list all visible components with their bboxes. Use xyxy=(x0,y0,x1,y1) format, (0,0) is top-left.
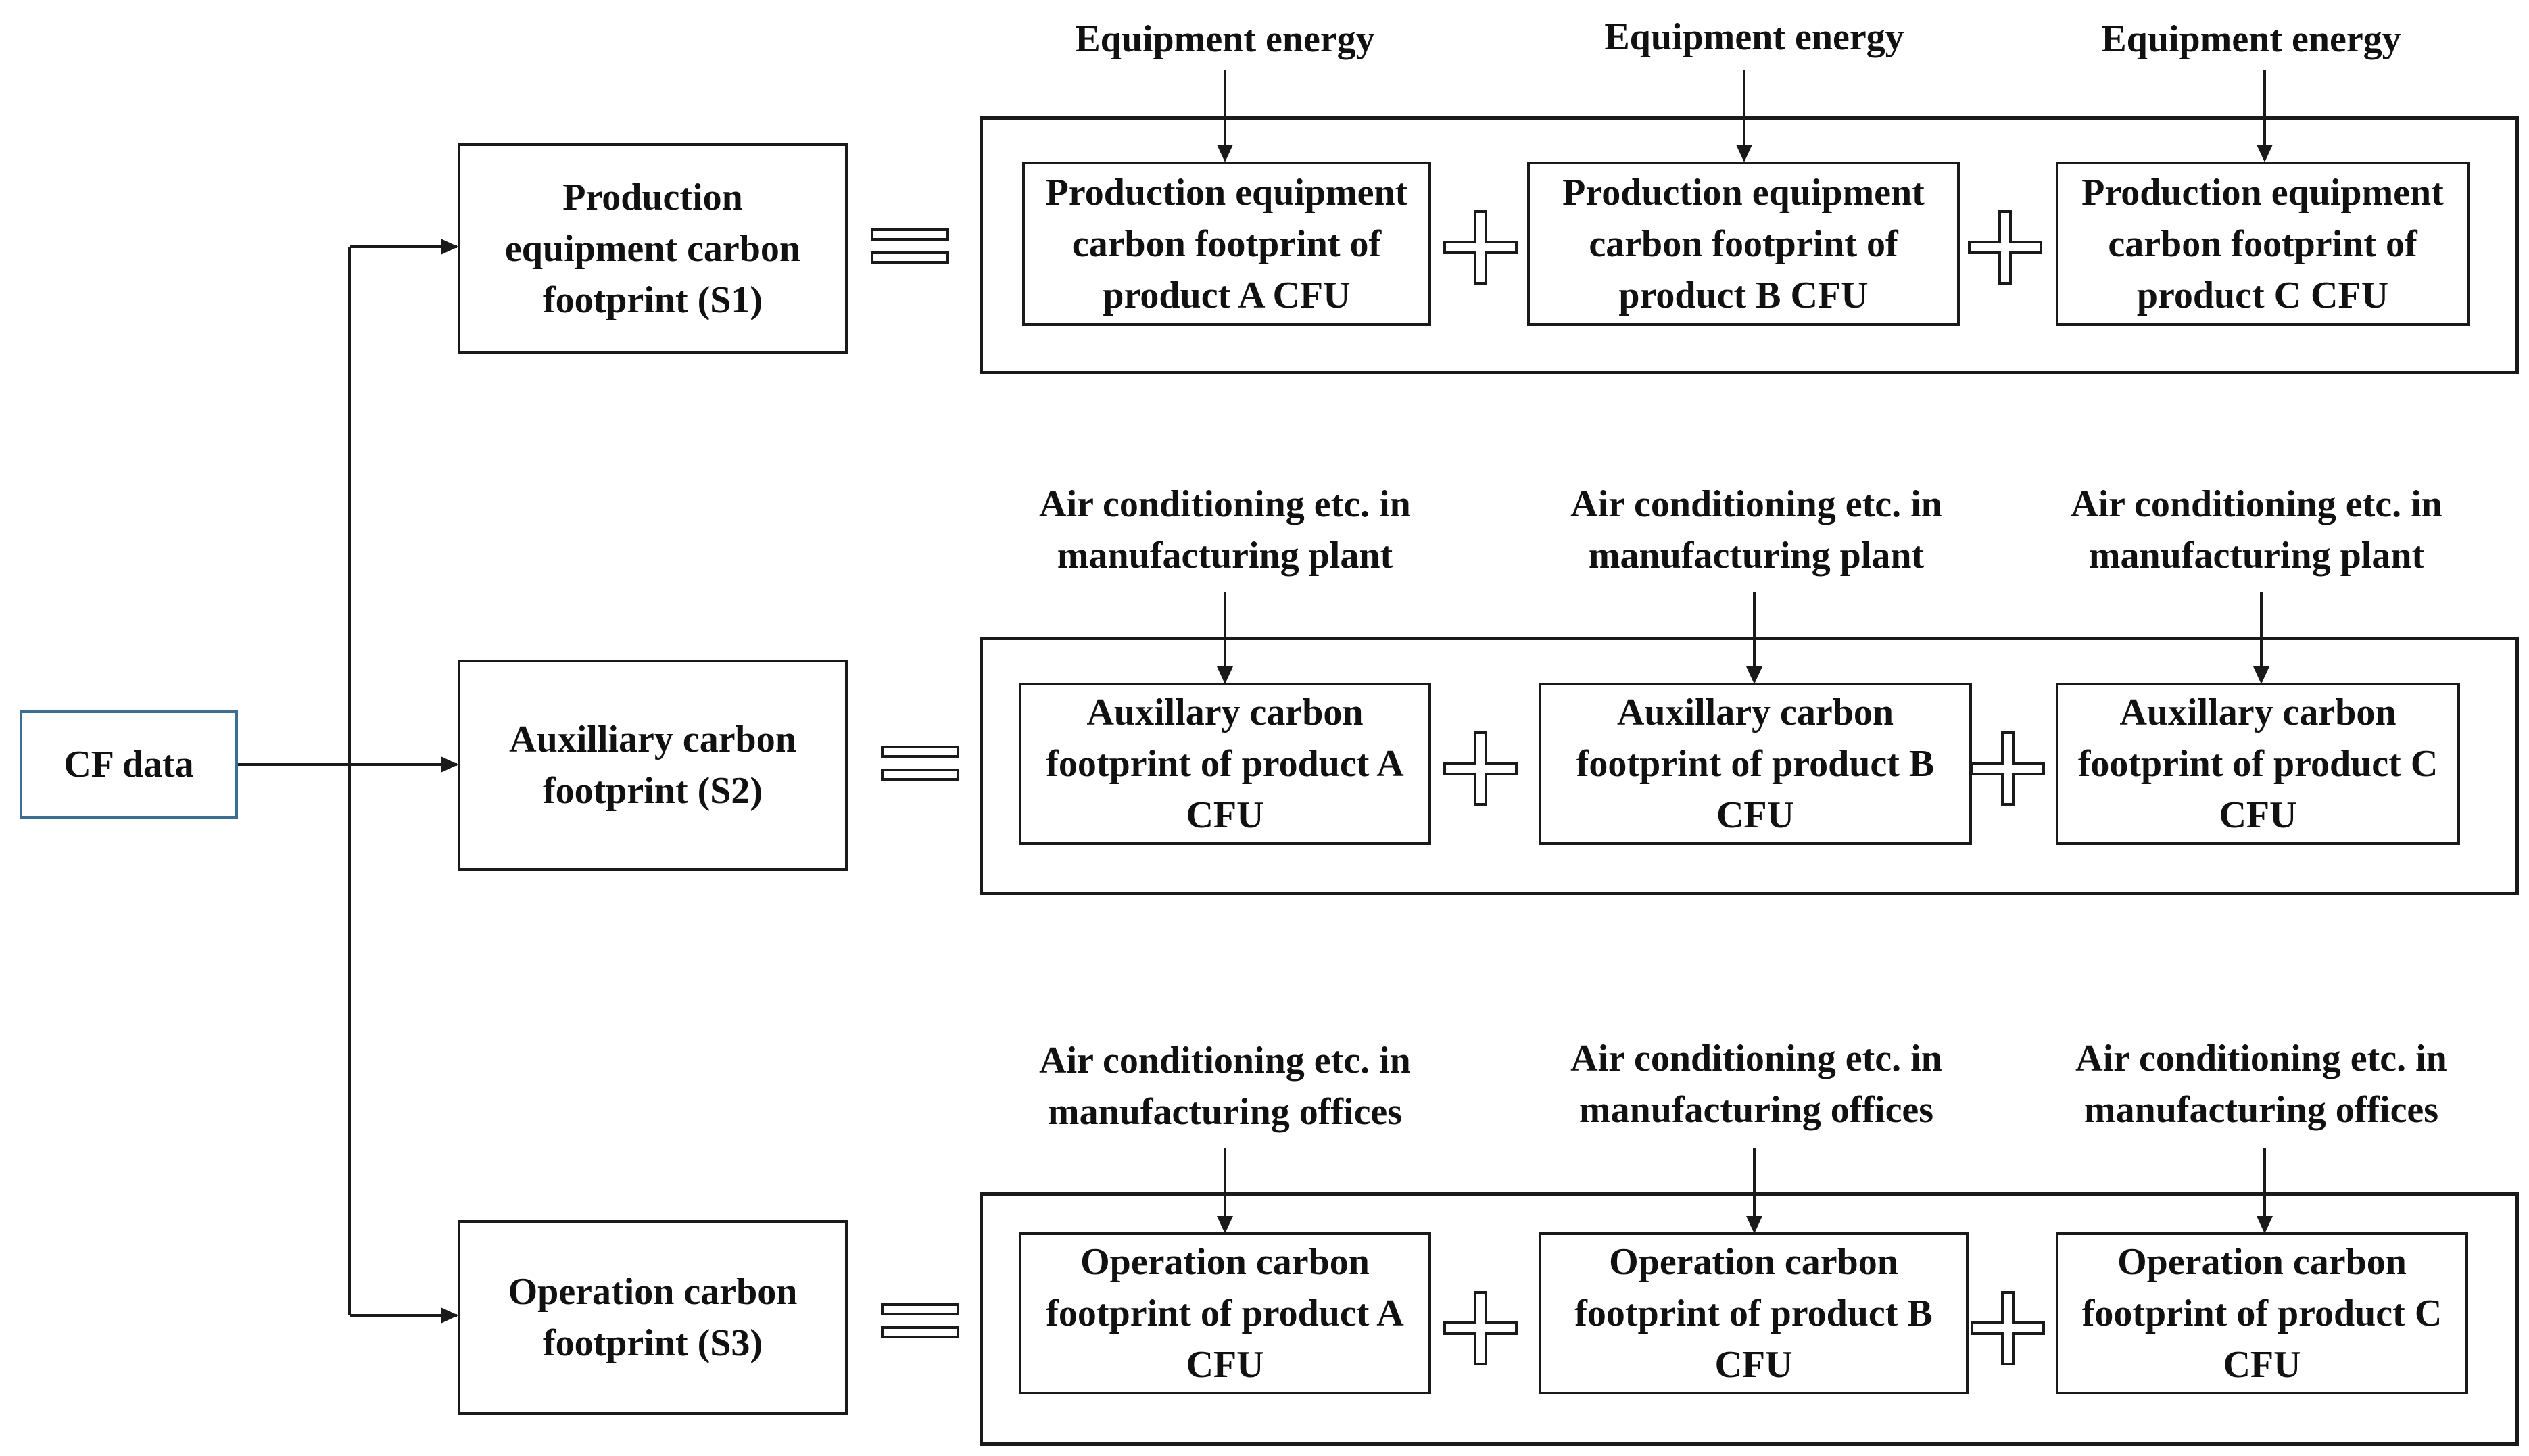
category-s1-line-1: Production xyxy=(562,176,743,218)
input-label-3-1: Air conditioning etc. in manufacturing o… xyxy=(1039,1040,1411,1133)
category-box-s3: Operation carbon footprint (S3) xyxy=(458,1220,848,1415)
equals-icon-row1-bottom xyxy=(871,251,949,264)
input-label-2-2: Air conditioning etc. in manufacturing p… xyxy=(1570,483,1942,577)
input-label-2-1: Air conditioning etc. in manufacturing p… xyxy=(1039,483,1411,577)
plus-icon-row2-2 xyxy=(1971,731,2045,806)
product-box-2-a: Auxillary carbon footprint of product A … xyxy=(1019,683,1431,845)
product-box-3-b: Operation carbon footprint of product B … xyxy=(1539,1232,1969,1394)
equals-icon-row2-top xyxy=(881,746,959,758)
input-label-1-3: Equipment energy xyxy=(2101,18,2401,60)
plus-icon-row3-1 xyxy=(1443,1291,1518,1365)
input-label-1-2: Equipment energy xyxy=(1604,16,1904,58)
input-label-2-3: Air conditioning etc. in manufacturing p… xyxy=(2071,483,2442,577)
cf-data-box: CF data xyxy=(20,710,238,819)
category-box-s1: Production equipment carbon footprint (S… xyxy=(458,143,848,354)
plus-icon-row2-1 xyxy=(1443,731,1518,806)
input-label-3-2: Air conditioning etc. in manufacturing o… xyxy=(1570,1038,1942,1131)
group-s1 xyxy=(980,116,2519,374)
equals-icon-row3-bottom xyxy=(881,1326,959,1338)
product-box-2-c: Auxillary carbon footprint of product C … xyxy=(2056,683,2460,845)
plus-icon-row1-1 xyxy=(1443,210,1518,285)
group-s2 xyxy=(980,637,2519,895)
product-box-3-a: Operation carbon footprint of product A … xyxy=(1019,1232,1431,1394)
plus-icon-row1-2 xyxy=(1968,210,2042,285)
category-s2-line-1: Auxilliary carbon xyxy=(509,719,796,760)
product-box-1-a: Production equipment carbon footprint of… xyxy=(1022,162,1431,326)
category-box-s2: Auxilliary carbon footprint (S2) xyxy=(458,660,848,871)
input-label-3-3: Air conditioning etc. in manufacturing o… xyxy=(2075,1038,2447,1131)
product-box-1-c: Production equipment carbon footprint of… xyxy=(2056,162,2470,326)
cf-data-label: CF data xyxy=(64,744,194,785)
category-s1-line-3: footprint (S1) xyxy=(542,279,763,321)
category-s1-line-2: equipment carbon xyxy=(504,228,801,270)
category-s3-line-1: Operation carbon xyxy=(508,1271,798,1313)
plus-icon-row3-2 xyxy=(1971,1291,2045,1365)
category-s2-line-2: footprint (S2) xyxy=(542,770,763,812)
product-box-2-b: Auxillary carbon footprint of product B … xyxy=(1539,683,1972,845)
equals-icon-row2-bottom xyxy=(881,769,959,781)
equals-icon-row1-top xyxy=(871,228,949,241)
equals-icon-row3-top xyxy=(881,1303,959,1315)
input-label-1-1: Equipment energy xyxy=(1075,18,1375,60)
category-s3-line-2: footprint (S3) xyxy=(542,1322,763,1364)
product-box-1-b: Production equipment carbon footprint of… xyxy=(1527,162,1960,326)
group-s3 xyxy=(980,1192,2519,1446)
product-box-3-c: Operation carbon footprint of product C … xyxy=(2056,1232,2468,1394)
